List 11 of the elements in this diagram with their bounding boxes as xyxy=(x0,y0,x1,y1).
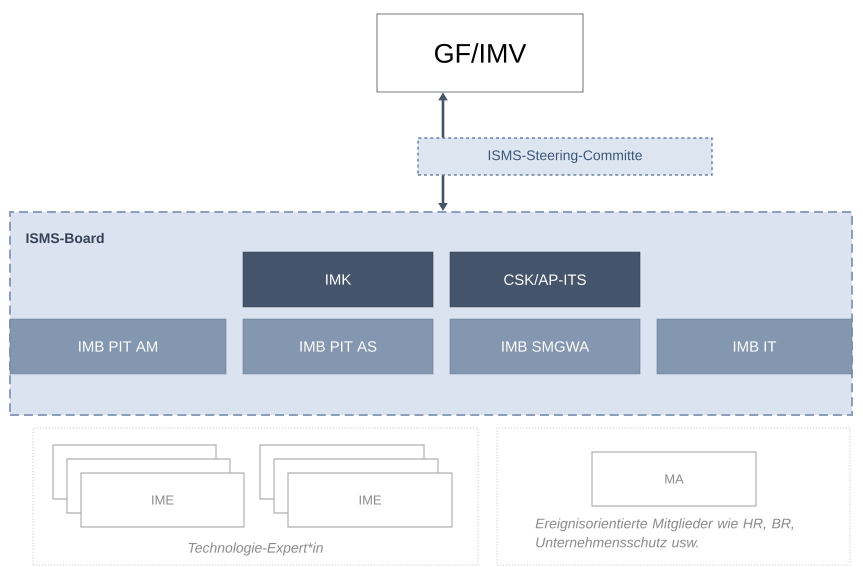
stacked-cards: IME xyxy=(52,444,245,528)
org-box: GF/IMV xyxy=(376,14,584,92)
role-box: IMB PIT AM xyxy=(10,318,226,374)
member-box: MA xyxy=(591,451,757,507)
role-box: IMB IT xyxy=(656,318,852,374)
committee-box: ISMS-Steering-Committe xyxy=(417,137,713,176)
role-box: CSK/AP-ITS xyxy=(450,252,640,308)
role-box: IMK xyxy=(242,252,434,308)
stacked-cards: IME xyxy=(259,444,453,528)
role-box: IMB PIT AS xyxy=(242,318,434,374)
role-box: IMB SMGWA xyxy=(450,318,640,374)
